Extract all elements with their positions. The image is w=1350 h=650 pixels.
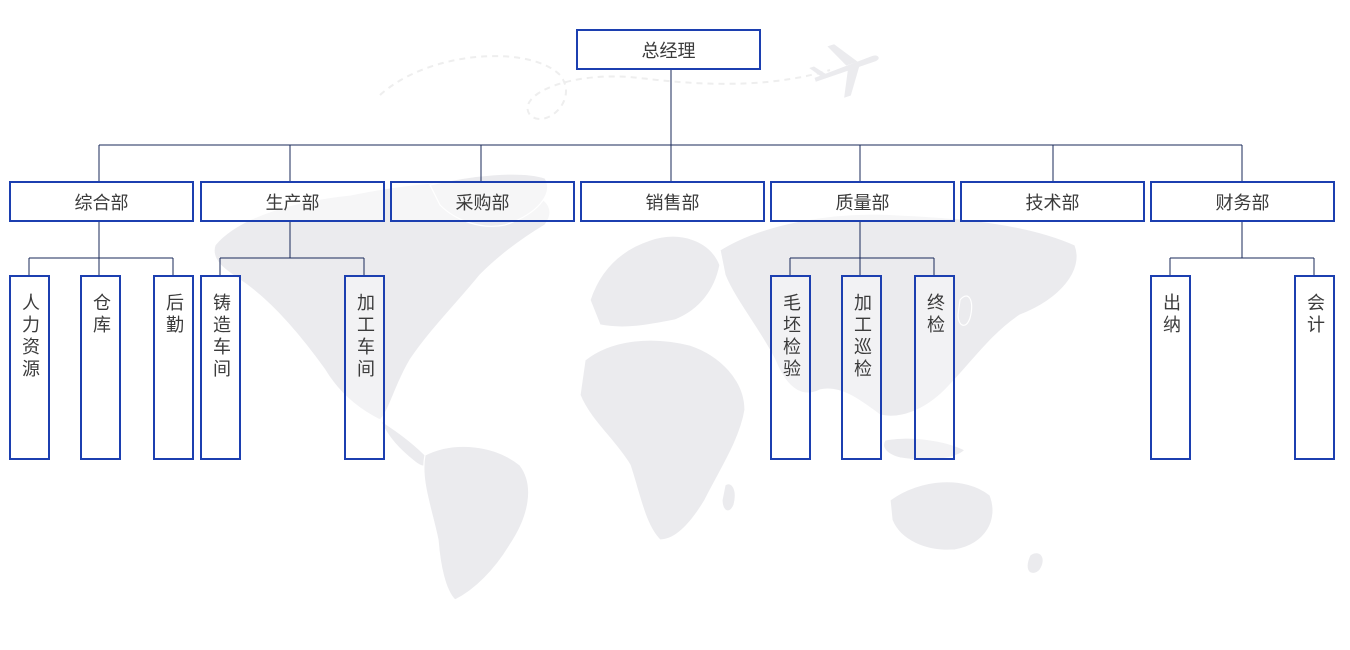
dept-node-finance[interactable]: 财务部 (1150, 181, 1335, 222)
japan-shape (957, 295, 973, 326)
sub-node-cashier[interactable]: 出纳 (1150, 275, 1191, 460)
sub-node-accounting[interactable]: 会计 (1294, 275, 1335, 460)
sub-node-label: 仓库 (90, 293, 111, 337)
sub-node-label: 会计 (1304, 293, 1325, 337)
airplane-icon (809, 44, 879, 98)
sub-node-label: 加工巡检 (851, 293, 872, 381)
africa-shape (579, 339, 746, 541)
sub-node-machining-workshop[interactable]: 加工车间 (344, 275, 385, 460)
sub-node-final-inspection[interactable]: 终检 (914, 275, 955, 460)
sub-node-label: 铸造车间 (210, 293, 231, 381)
sub-node-label: 加工车间 (354, 293, 375, 381)
dept-label: 综合部 (74, 192, 129, 214)
sub-node-label: 后勤 (163, 293, 184, 337)
dept-node-production[interactable]: 生产部 (200, 181, 385, 222)
flight-path (379, 55, 831, 120)
dept-node-quality[interactable]: 质量部 (770, 181, 955, 222)
sub-node-blank-inspection[interactable]: 毛坯检验 (770, 275, 811, 460)
sub-node-label: 毛坯检验 (780, 293, 801, 381)
south-america-shape (423, 445, 530, 601)
sub-node-human-resources[interactable]: 人力资源 (9, 275, 50, 460)
dept-node-general-affairs[interactable]: 综合部 (9, 181, 194, 222)
europe-shape (589, 235, 721, 328)
dept-label: 技术部 (1025, 192, 1080, 214)
dept-label: 质量部 (835, 192, 890, 214)
sub-node-casting-workshop[interactable]: 铸造车间 (200, 275, 241, 460)
madagascar-shape (721, 483, 736, 512)
sub-node-label: 人力资源 (19, 293, 40, 381)
sub-node-label: 出纳 (1160, 293, 1181, 337)
dept-node-purchasing[interactable]: 采购部 (390, 181, 575, 222)
sub-node-warehouse[interactable]: 仓库 (80, 275, 121, 460)
sub-node-logistics[interactable]: 后勤 (153, 275, 194, 460)
dept-node-technology[interactable]: 技术部 (960, 181, 1145, 222)
sub-node-label: 终检 (924, 293, 945, 337)
australia-shape (889, 481, 994, 551)
dept-node-sales[interactable]: 销售部 (580, 181, 765, 222)
new-zealand-shape (1026, 552, 1044, 575)
dept-label: 生产部 (265, 192, 320, 214)
dept-label: 采购部 (455, 192, 510, 214)
dept-label: 销售部 (645, 192, 700, 214)
sub-node-machining-patrol-inspection[interactable]: 加工巡检 (841, 275, 882, 460)
root-node-general-manager[interactable]: 总经理 (576, 29, 761, 70)
dept-label: 财务部 (1215, 192, 1270, 214)
root-node-label: 总经理 (641, 40, 696, 62)
